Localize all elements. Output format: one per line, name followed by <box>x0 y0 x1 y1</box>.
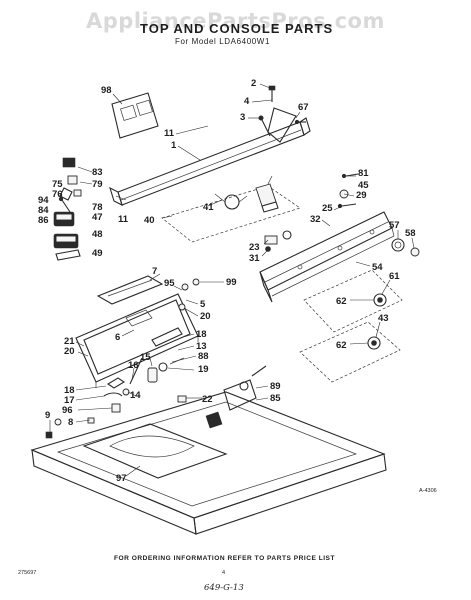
callout-5: 5 <box>200 299 206 310</box>
callout-86: 86 <box>38 215 49 226</box>
control-cluster <box>53 157 93 261</box>
part-callouts: 98 2 4 3 67 11 1 83 75 79 76 94 84 86 78… <box>38 78 416 484</box>
callout-98: 98 <box>101 85 112 96</box>
callout-78: 78 <box>92 202 103 213</box>
callout-43: 43 <box>378 313 389 324</box>
document-code: 275697 <box>18 570 36 576</box>
callout-84: 84 <box>38 205 49 216</box>
callout-40: 40 <box>144 215 155 226</box>
callout-13: 13 <box>196 341 207 352</box>
lid-assembly <box>75 293 199 388</box>
diagram-title: TOP AND CONSOLE PARTS <box>140 21 333 36</box>
callout-18-left: 18 <box>64 385 75 396</box>
callout-3: 3 <box>240 112 245 123</box>
callout-11-top: 11 <box>164 128 175 139</box>
callout-11-left: 11 <box>118 214 129 225</box>
callout-67: 67 <box>298 102 309 113</box>
callout-89: 89 <box>270 381 281 392</box>
callout-31: 31 <box>249 253 260 264</box>
callout-22: 22 <box>202 394 213 405</box>
callout-23: 23 <box>249 242 260 253</box>
callout-61: 61 <box>389 271 400 282</box>
callout-62-lower: 62 <box>336 340 347 351</box>
callout-29: 29 <box>356 190 367 201</box>
callout-41: 41 <box>203 202 214 213</box>
callout-18-right: 18 <box>196 329 207 340</box>
callout-20-right: 20 <box>200 311 211 322</box>
callout-6: 6 <box>115 332 120 343</box>
callout-54: 54 <box>372 262 383 273</box>
leader-lines <box>49 83 415 477</box>
callout-20-left: 20 <box>64 346 75 357</box>
console-backguard <box>109 117 311 207</box>
callout-2: 2 <box>251 78 256 89</box>
callout-88: 88 <box>198 351 209 362</box>
console-screws <box>258 85 306 143</box>
callout-8: 8 <box>68 417 73 428</box>
handwritten-code: 649-G-13 <box>204 583 244 593</box>
figure-code: A-4306 <box>419 488 437 494</box>
callout-1: 1 <box>171 140 177 151</box>
callout-48: 48 <box>92 229 103 240</box>
callout-76: 76 <box>52 189 63 200</box>
lid-lock <box>177 365 267 429</box>
callout-97: 97 <box>116 473 127 484</box>
callout-21: 21 <box>64 336 75 347</box>
washer-top-panel <box>30 391 387 535</box>
console-face-panel <box>111 92 159 139</box>
callout-15: 15 <box>140 352 151 363</box>
callout-47: 47 <box>92 212 103 223</box>
callout-9: 9 <box>45 410 50 421</box>
callout-49: 49 <box>92 248 103 259</box>
callout-7: 7 <box>152 266 157 277</box>
callout-45: 45 <box>358 180 369 191</box>
callout-96: 96 <box>62 405 73 416</box>
timer-assembly <box>161 175 301 243</box>
callout-85: 85 <box>270 393 281 404</box>
ordering-note: FOR ORDERING INFORMATION REFER TO PARTS … <box>114 555 335 562</box>
console-switches <box>264 173 359 252</box>
callout-14: 14 <box>130 390 141 401</box>
selector-knobs <box>391 238 420 257</box>
callout-16: 16 <box>128 360 139 371</box>
page-mark: 4 <box>222 570 225 576</box>
callout-25: 25 <box>322 203 333 214</box>
callout-4: 4 <box>244 96 250 107</box>
model-subtitle: For Model LDA6400W1 <box>175 37 270 46</box>
watermark: AppliancePartsPros.com <box>86 9 385 33</box>
rear-console-channel <box>259 211 395 303</box>
callout-75: 75 <box>52 179 63 190</box>
callout-94: 94 <box>38 195 49 206</box>
mount-frames <box>299 269 403 383</box>
lid-hinges <box>178 278 200 311</box>
callout-95: 95 <box>164 278 175 289</box>
callout-32: 32 <box>310 214 321 225</box>
callout-99: 99 <box>226 277 237 288</box>
callout-79: 79 <box>92 179 103 190</box>
callout-19: 19 <box>198 364 209 375</box>
callout-62-upper: 62 <box>336 296 347 307</box>
callout-57: 57 <box>389 220 400 231</box>
callout-83: 83 <box>92 167 103 178</box>
callout-81: 81 <box>358 168 369 179</box>
callout-58: 58 <box>405 228 416 239</box>
callout-17: 17 <box>64 395 75 406</box>
lid-handle <box>96 275 164 305</box>
